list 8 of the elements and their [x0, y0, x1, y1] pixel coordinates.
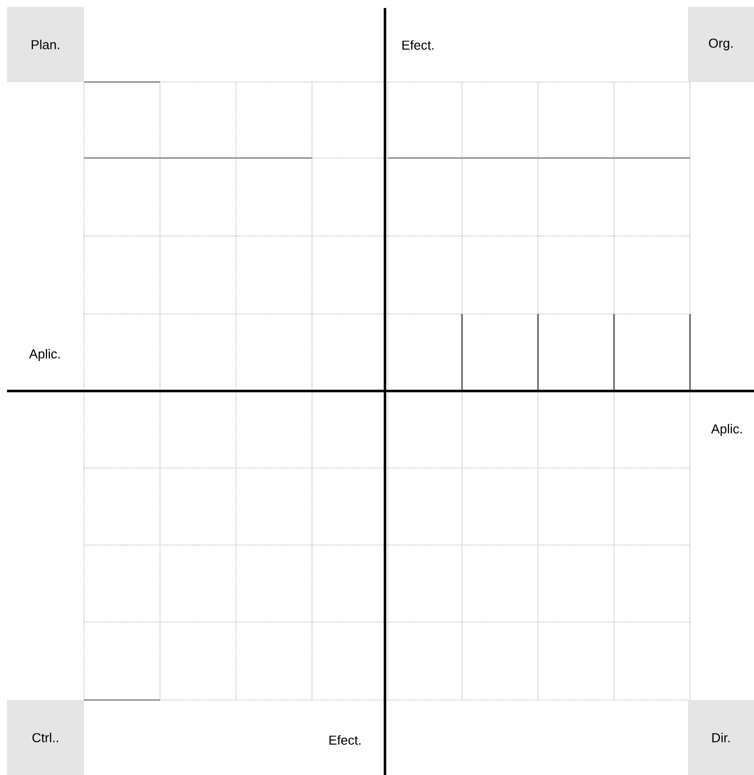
- corner-box: Org.: [688, 7, 754, 82]
- corner-box: Plan.: [7, 7, 84, 82]
- axis-label: Efect.: [329, 735, 360, 745]
- axis-label: Efect.: [402, 40, 434, 50]
- corner-box: Dir.: [688, 700, 754, 775]
- axis-label: Aplic.: [711, 424, 742, 436]
- axis-label: Aplic.: [29, 348, 60, 362]
- corner-box: Ctrl..: [7, 700, 84, 775]
